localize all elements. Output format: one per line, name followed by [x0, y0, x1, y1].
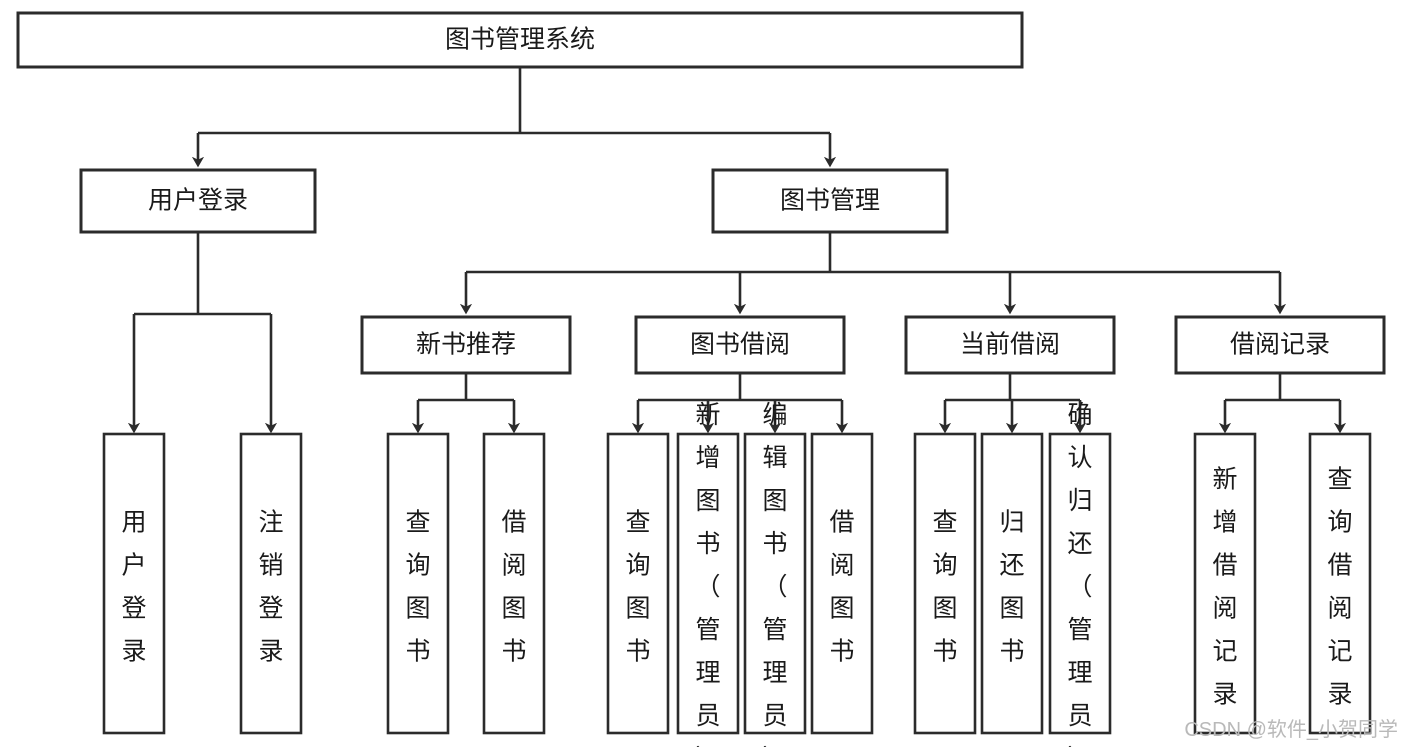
- leaf-box-cb-confirm-return[interactable]: [1048, 432, 1112, 735]
- leaf-node[interactable]: 查询图书: [606, 432, 670, 735]
- csdn-watermark: CSDN @软件_小贺同学: [1184, 718, 1398, 741]
- leaf-label-bb-query-book: 查询图书: [625, 509, 650, 666]
- node-book-management-box[interactable]: [711, 168, 949, 234]
- leaf-box-nb-borrow-book[interactable]: [482, 432, 546, 735]
- leaf-box-bb-query-book[interactable]: [606, 432, 670, 735]
- leaf-box-br-query-record[interactable]: [1308, 432, 1372, 735]
- node-book-management[interactable]: 图书管理: [711, 168, 949, 234]
- leaf-node[interactable]: 借阅图书: [810, 432, 874, 735]
- edge-group-book-mgmt: [466, 232, 1280, 309]
- leaf-box-bb-edit-book[interactable]: [743, 432, 807, 735]
- leaf-box-cb-query-book[interactable]: [913, 432, 977, 735]
- leaf-box-bb-add-book[interactable]: [676, 432, 740, 735]
- leaf-box-nb-query-book[interactable]: [386, 432, 450, 735]
- node-root-box[interactable]: [16, 11, 1024, 69]
- node-user-login-label: 用户登录: [148, 187, 248, 215]
- leaf-node[interactable]: 查询图书: [386, 432, 450, 735]
- leaf-node[interactable]: 编辑图书（管理员）: [743, 401, 807, 747]
- leaf-label-cb-confirm-return: 确认归还（管理员）: [1067, 401, 1092, 747]
- leaf-label-nb-query-book: 查询图书: [405, 509, 430, 666]
- node-user-login[interactable]: 用户登录: [79, 168, 317, 234]
- leaf-label-user-login: 用户登录: [121, 509, 146, 666]
- leaf-node[interactable]: 查询借阅记录: [1308, 432, 1372, 735]
- edge-group-borrow-record: [1225, 373, 1340, 428]
- leaf-label-logout: 注销登录: [258, 509, 283, 666]
- leaf-node[interactable]: 注销登录: [239, 432, 303, 735]
- leaf-node[interactable]: 用户登录: [102, 432, 166, 735]
- leaf-label-cb-query-book: 查询图书: [932, 509, 957, 666]
- leaf-box-bb-borrow-book[interactable]: [810, 432, 874, 735]
- leaf-node[interactable]: 查询图书: [913, 432, 977, 735]
- node-current-borrow-box[interactable]: [904, 315, 1116, 375]
- leaf-node[interactable]: 新增借阅记录: [1193, 432, 1257, 735]
- node-book-management-label: 图书管理: [780, 187, 880, 215]
- leaf-box-user-login[interactable]: [102, 432, 166, 735]
- node-new-book-recommend-label: 新书推荐: [416, 331, 516, 359]
- node-user-login-box[interactable]: [79, 168, 317, 234]
- node-borrow-record-box[interactable]: [1174, 315, 1386, 375]
- leaf-label-bb-edit-book: 编辑图书（管理员）: [762, 401, 787, 747]
- leaf-label-bb-borrow-book: 借阅图书: [829, 509, 854, 666]
- leaf-box-br-add-record[interactable]: [1193, 432, 1257, 735]
- edge-group-new-book: [418, 373, 514, 428]
- edge-group-root: [198, 67, 830, 162]
- leaf-label-bb-add-book: 新增图书（管理员）: [695, 401, 720, 747]
- leaf-node[interactable]: 新增图书（管理员）: [676, 401, 740, 747]
- node-current-borrow[interactable]: 当前借阅: [904, 315, 1116, 375]
- node-borrow-record[interactable]: 借阅记录: [1174, 315, 1386, 375]
- leaf-node[interactable]: 归还图书: [980, 432, 1044, 735]
- leaf-node[interactable]: 借阅图书: [482, 432, 546, 735]
- node-new-book-recommend[interactable]: 新书推荐: [360, 315, 572, 375]
- edge-group-user-login: [134, 232, 271, 428]
- node-current-borrow-label: 当前借阅: [960, 331, 1060, 359]
- node-book-borrow-label: 图书借阅: [690, 331, 790, 359]
- leaf-label-br-add-record: 新增借阅记录: [1212, 466, 1237, 709]
- node-new-book-recommend-box[interactable]: [360, 315, 572, 375]
- leaf-label-nb-borrow-book: 借阅图书: [501, 509, 526, 666]
- node-book-borrow-box[interactable]: [634, 315, 846, 375]
- leaf-box-logout[interactable]: [239, 432, 303, 735]
- node-book-borrow[interactable]: 图书借阅: [634, 315, 846, 375]
- node-borrow-record-label: 借阅记录: [1230, 331, 1330, 359]
- leaf-label-br-query-record: 查询借阅记录: [1327, 466, 1352, 709]
- edge-group-book-borrow: [638, 373, 842, 428]
- node-root[interactable]: 图书管理系统: [16, 11, 1024, 69]
- leaf-node[interactable]: 确认归还（管理员）: [1048, 401, 1112, 747]
- node-root-label: 图书管理系统: [445, 26, 595, 54]
- leaf-label-cb-return-book: 归还图书: [999, 509, 1024, 666]
- leaf-box-cb-return-book[interactable]: [980, 432, 1044, 735]
- edge-group-current-borrow: [945, 373, 1080, 428]
